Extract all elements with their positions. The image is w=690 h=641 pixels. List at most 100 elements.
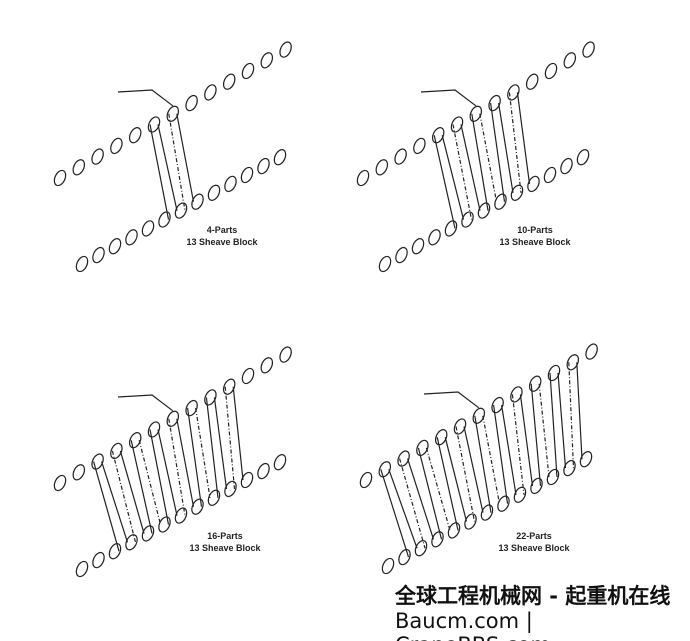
block-label: 13 Sheave Block [499,237,571,247]
rope-part [101,461,129,543]
rope-part [380,469,410,558]
rope-part [576,362,583,460]
upper-sheave [356,169,370,187]
rope-part [176,113,195,202]
upper-sheave [528,375,542,392]
upper-sheave [563,52,577,69]
caption-22-parts: 22-Parts 13 Sheave Block [474,530,594,554]
rope-part [388,469,418,549]
rope-part [549,372,558,478]
lower-sheave [240,471,254,489]
rope-part [568,362,575,469]
lower-sheave [444,220,458,237]
lower-sheave [92,246,105,264]
rope-part [490,103,506,202]
rope-part [519,394,534,486]
panel-10-parts [356,41,595,273]
upper-sheave [72,159,86,176]
rope-part [168,418,186,516]
upper-sheave [222,378,236,395]
rope-part [224,386,236,489]
rope-part [452,124,473,220]
lower-sheave [428,229,441,246]
rope-part [232,386,244,481]
lower-sheave [563,459,576,477]
rope-part [460,124,481,211]
upper-sheave [128,127,142,144]
block-label: 13 Sheave Block [498,543,570,553]
lower-sheave [257,157,270,175]
rope-part [482,415,501,504]
lower-sheave [579,451,593,468]
lower-sheave [257,462,270,480]
rope-part [93,461,120,552]
rope-part [149,429,170,525]
rope-part [501,405,517,495]
rope-part [441,135,465,220]
upper-sheave [566,354,580,371]
upper-sheave [279,41,292,58]
watermark-urls: Baucm.com | CraneBBS.com [395,609,551,641]
upper-sheave [53,474,67,492]
rope-part [157,124,178,211]
rope-part [119,450,145,534]
rope-part [157,429,178,516]
rope-part [493,405,509,504]
panel-16-parts [53,346,292,578]
rope-part [538,383,550,478]
lower-sheave [546,468,560,486]
upper-sheave [507,84,520,101]
rope-part [213,397,228,489]
rope-part [433,135,456,229]
rope-part [436,437,459,531]
parts-label: 10-Parts [517,225,553,235]
lower-sheave [158,211,171,228]
upper-sheave [359,471,373,489]
upper-sheave [547,364,561,382]
lower-sheave [224,175,237,193]
lower-sheave [414,540,428,557]
rope-part [508,92,522,193]
rope-part [479,113,498,202]
caption-10-parts: 10-Parts 13 Sheave Block [475,224,595,248]
upper-sheave [413,137,426,155]
lower-sheave [108,543,122,560]
rope-part [474,415,492,513]
upper-sheave [378,461,392,478]
lower-sheave [273,454,287,471]
rope-part [471,113,489,211]
upper-sheave [110,137,123,155]
rope-part [130,440,153,534]
upper-sheave [279,346,292,363]
upper-sheave [241,62,255,80]
rope-part [195,408,211,498]
rope-part [417,447,443,540]
lower-sheave [92,551,105,569]
upper-sheave [375,159,389,176]
upper-sheave [260,52,274,69]
upper-sheave [544,62,558,80]
lead-line [423,391,480,409]
lower-sheave [240,166,254,184]
upper-sheave [260,357,274,374]
upper-sheave [72,464,86,481]
lower-sheave [530,477,543,495]
lead-line [117,89,174,107]
upper-sheave [582,41,595,58]
lead-line [117,394,174,412]
lower-sheave [543,166,557,184]
lower-sheave [125,229,138,246]
lower-sheave [411,238,425,255]
lower-sheave [224,480,237,498]
upper-sheave [510,386,523,403]
upper-sheave [204,389,217,406]
panel-4-parts [53,41,292,273]
parts-label: 22-Parts [516,531,552,541]
lower-sheave [395,246,408,264]
upper-sheave [53,169,67,187]
rope-part [168,113,186,211]
upper-sheave [204,84,217,101]
